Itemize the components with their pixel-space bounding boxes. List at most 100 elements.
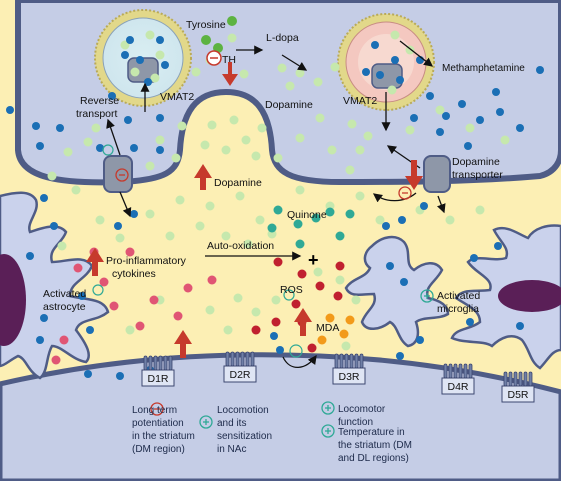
meth-molecule (116, 372, 124, 380)
dopamine-molecule (475, 205, 485, 215)
cytokine-molecule (149, 295, 159, 305)
dopamine-molecule (130, 67, 140, 77)
dopamine-molecule (313, 77, 323, 87)
meth-molecule (391, 56, 399, 64)
plus-icon (199, 415, 213, 429)
tyrosine-molecule (201, 35, 211, 45)
cytokine-molecule (51, 355, 61, 365)
dopamine-molecule (83, 137, 93, 147)
receptor-d3r: D3R (332, 353, 366, 385)
receptor-label: D4R (447, 381, 468, 393)
meth-molecule (396, 352, 404, 360)
meth-molecule (32, 122, 40, 130)
activated-astrocyte (0, 191, 110, 380)
cytokines-label: Pro-inflammatory (106, 255, 187, 267)
cytokine-molecule (59, 335, 69, 345)
dopamine-molecule (47, 171, 57, 181)
svg-text:Long term: Long term (132, 405, 177, 416)
meth-molecule (492, 88, 500, 96)
dopamine-molecule (330, 62, 340, 72)
increase-arrows (86, 62, 423, 358)
dopamine-molecule (227, 33, 237, 43)
quinone-molecule (311, 213, 321, 223)
meth-molecule (40, 314, 48, 322)
tyrosine-label: Tyrosine (186, 19, 226, 31)
d2r-effect: Locomotion and its sensitization in NAc (217, 405, 272, 455)
methamphetamine-label: Methamphetamine (442, 63, 525, 74)
dopamine-molecule (145, 30, 155, 40)
meth-molecule (26, 252, 34, 260)
receptor-label: D3R (338, 371, 359, 383)
svg-text:and DL regions): and DL regions) (338, 453, 409, 464)
meth-molecule (50, 222, 58, 230)
mda-molecule (325, 313, 335, 323)
presynaptic-terminal (15, 0, 561, 186)
dopamine-molecule (341, 341, 351, 351)
dopamine-molecule (165, 231, 175, 241)
dopamine-molecule (115, 233, 125, 243)
receptor-d4r: D4R (441, 363, 475, 395)
dopamine-molecule (239, 69, 249, 79)
meth-molecule (466, 318, 474, 326)
quinone-molecule (273, 205, 283, 215)
dopamine-molecule (191, 67, 201, 77)
dopamine-molecule (313, 267, 323, 277)
dopamine-molecule (221, 231, 231, 241)
dopamine-molecule (363, 131, 373, 141)
ros-molecule (291, 299, 301, 309)
dopamine-molecule (155, 135, 165, 145)
minus-icon (150, 402, 164, 416)
dopamine-molecule (257, 123, 267, 133)
dopamine-molecule (251, 307, 261, 317)
dopamine-molecule (295, 185, 305, 195)
meth-molecule (124, 116, 132, 124)
dopamine-molecule (63, 147, 73, 157)
dopamine-molecule (355, 145, 365, 155)
meth-molecule (494, 242, 502, 250)
dopamine-molecule (243, 239, 253, 249)
meth-molecule (78, 292, 86, 300)
receptor-d2r: D2R (223, 351, 257, 383)
astrocyte-label-2: astrocyte (43, 301, 86, 313)
meth-molecule (396, 76, 404, 84)
dopamine-molecule (95, 215, 105, 225)
meth-molecule (516, 124, 524, 132)
auto-oxidation-label: Auto-oxidation (207, 240, 274, 252)
meth-molecule (86, 326, 94, 334)
dopamine-molecule (223, 325, 233, 335)
quinone-molecule (325, 207, 335, 217)
molecules (6, 16, 544, 380)
dopamine-molecule (241, 135, 251, 145)
dopamine-molecule (235, 191, 245, 201)
quinone-molecule (267, 223, 277, 233)
plus-icon (321, 401, 335, 415)
meth-molecule (410, 114, 418, 122)
dopamine-molecule (375, 215, 385, 225)
dopamine-molecule (57, 241, 67, 251)
dopamine-molecule (390, 30, 400, 40)
svg-text:the striatum (DM: the striatum (DM (338, 440, 412, 451)
vesicle-right (337, 13, 435, 111)
meth-molecule (516, 322, 524, 330)
quinone-molecule (345, 209, 355, 219)
cytokine-molecule (207, 275, 217, 285)
microglia-nucleus (498, 280, 561, 312)
d3r-effect: Locomotor function Temperature in the st… (338, 404, 412, 464)
dopamine-molecule (295, 133, 305, 143)
meth-molecule (108, 92, 116, 100)
dopamine-molecule (327, 145, 337, 155)
dopamine-molecule (171, 153, 181, 163)
dopamine-molecule (271, 295, 281, 305)
ros-molecule (271, 317, 281, 327)
dopamine-molecule (295, 68, 305, 78)
meth-molecule (136, 56, 144, 64)
dopamine-molecule (345, 165, 355, 175)
ros-molecule (335, 261, 345, 271)
meth-molecule (376, 71, 384, 79)
dopamine-molecule (405, 125, 415, 135)
dopamine-molecule (229, 115, 239, 125)
ldopa-label: L-dopa (266, 32, 299, 44)
meth-molecule (536, 66, 544, 74)
